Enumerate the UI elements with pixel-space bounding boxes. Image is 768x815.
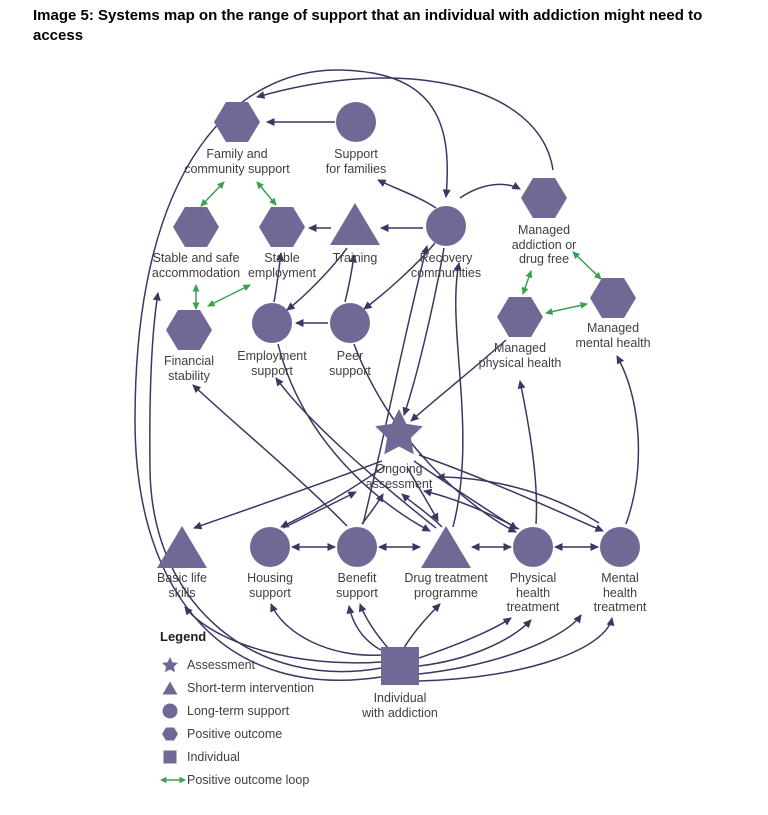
drug-treatment-triangle (421, 526, 471, 568)
legend-label: Long-term support (187, 703, 290, 718)
double-arrow-icon (160, 773, 187, 787)
node-label-mental-health: Mental health treatment (593, 571, 647, 615)
circle-icon (160, 701, 187, 721)
node-label-housing-support: Housing support (247, 571, 293, 600)
node-label-basic-life-skills: Basic life skills (156, 571, 208, 600)
individual-square (381, 647, 419, 685)
node-label-recovery-communities: Recovery communities (410, 251, 482, 280)
node-label-ongoing-assessment: Ongoing assessment (365, 462, 433, 491)
node-label-support-families: Support for families (325, 147, 387, 176)
hexagon-icon (160, 724, 187, 744)
legend-item-short-term-intervention: Short-term intervention (160, 676, 314, 699)
legend-item-assessment: Assessment (160, 653, 314, 676)
mental-health-circle (600, 527, 640, 567)
node-label-stable-accommodation: Stable and safe accommodation (151, 251, 241, 280)
triangle-icon (160, 678, 187, 698)
node-label-family-community: Family and community support (184, 147, 290, 176)
node-label-managed-addiction: Managed addiction or drug free (511, 223, 577, 267)
recovery-communities-circle (426, 206, 466, 246)
node-label-physical-health: Physical health treatment (506, 571, 560, 615)
node-label-benefit-support: Benefit support (336, 571, 378, 600)
support-for-families-circle (336, 102, 376, 142)
square-icon (160, 747, 187, 767)
node-label-employment-support: Employment support (237, 349, 307, 378)
node-label-drug-treatment: Drug treatment programme (404, 571, 488, 600)
legend-item-positive-outcome: Positive outcome (160, 722, 314, 745)
legend-label: Individual (187, 749, 240, 764)
peer-support-circle (330, 303, 370, 343)
training-triangle (330, 203, 380, 245)
legend-label: Assessment (187, 657, 256, 672)
managed-mental-health-hexagon (590, 278, 636, 318)
node-label-stable-employment: Stable employment (247, 251, 317, 280)
connection-arrows (134, 69, 640, 682)
legend-item-long-term-support: Long-term support (160, 699, 314, 722)
legend-item-individual: Individual (160, 745, 314, 768)
basic-life-skills-triangle (157, 526, 207, 568)
stable-employment-hexagon (259, 207, 305, 247)
legend-heading: Legend (160, 629, 207, 644)
page-title: Image 5: Systems map on the range of sup… (33, 7, 703, 44)
physical-health-circle (513, 527, 553, 567)
legend-label: Positive outcome (187, 726, 283, 741)
housing-support-circle (250, 527, 290, 567)
legend-label: Positive outcome loop (187, 772, 310, 787)
node-label-financial-stability: Financial stability (163, 354, 215, 383)
star-icon (160, 655, 187, 675)
managed-addiction-hexagon (521, 178, 567, 218)
ongoing-assessment-star (375, 409, 423, 455)
family-community-support-hexagon (214, 102, 260, 142)
managed-physical-health-hexagon (497, 297, 543, 337)
financial-stability-hexagon (166, 310, 212, 350)
positive-outcome-loop-arrows (192, 181, 602, 316)
benefit-support-circle (337, 527, 377, 567)
employment-support-circle (252, 303, 292, 343)
node-label-training: Training (332, 251, 378, 265)
stable-accommodation-hexagon (173, 207, 219, 247)
node-label-peer-support: Peer support (329, 349, 371, 378)
legend-item-positive-outcome-loop: Positive outcome loop (160, 768, 314, 791)
node-label-individual: Individual with addiction (362, 691, 438, 720)
legend-label: Short-term intervention (187, 680, 315, 695)
node-label-managed-physical: Managed physical health (478, 341, 562, 370)
legend: Legend Assessment Short-term interventio… (160, 629, 314, 791)
node-label-managed-mental: Managed mental health (575, 321, 651, 350)
node-shapes (157, 102, 640, 685)
